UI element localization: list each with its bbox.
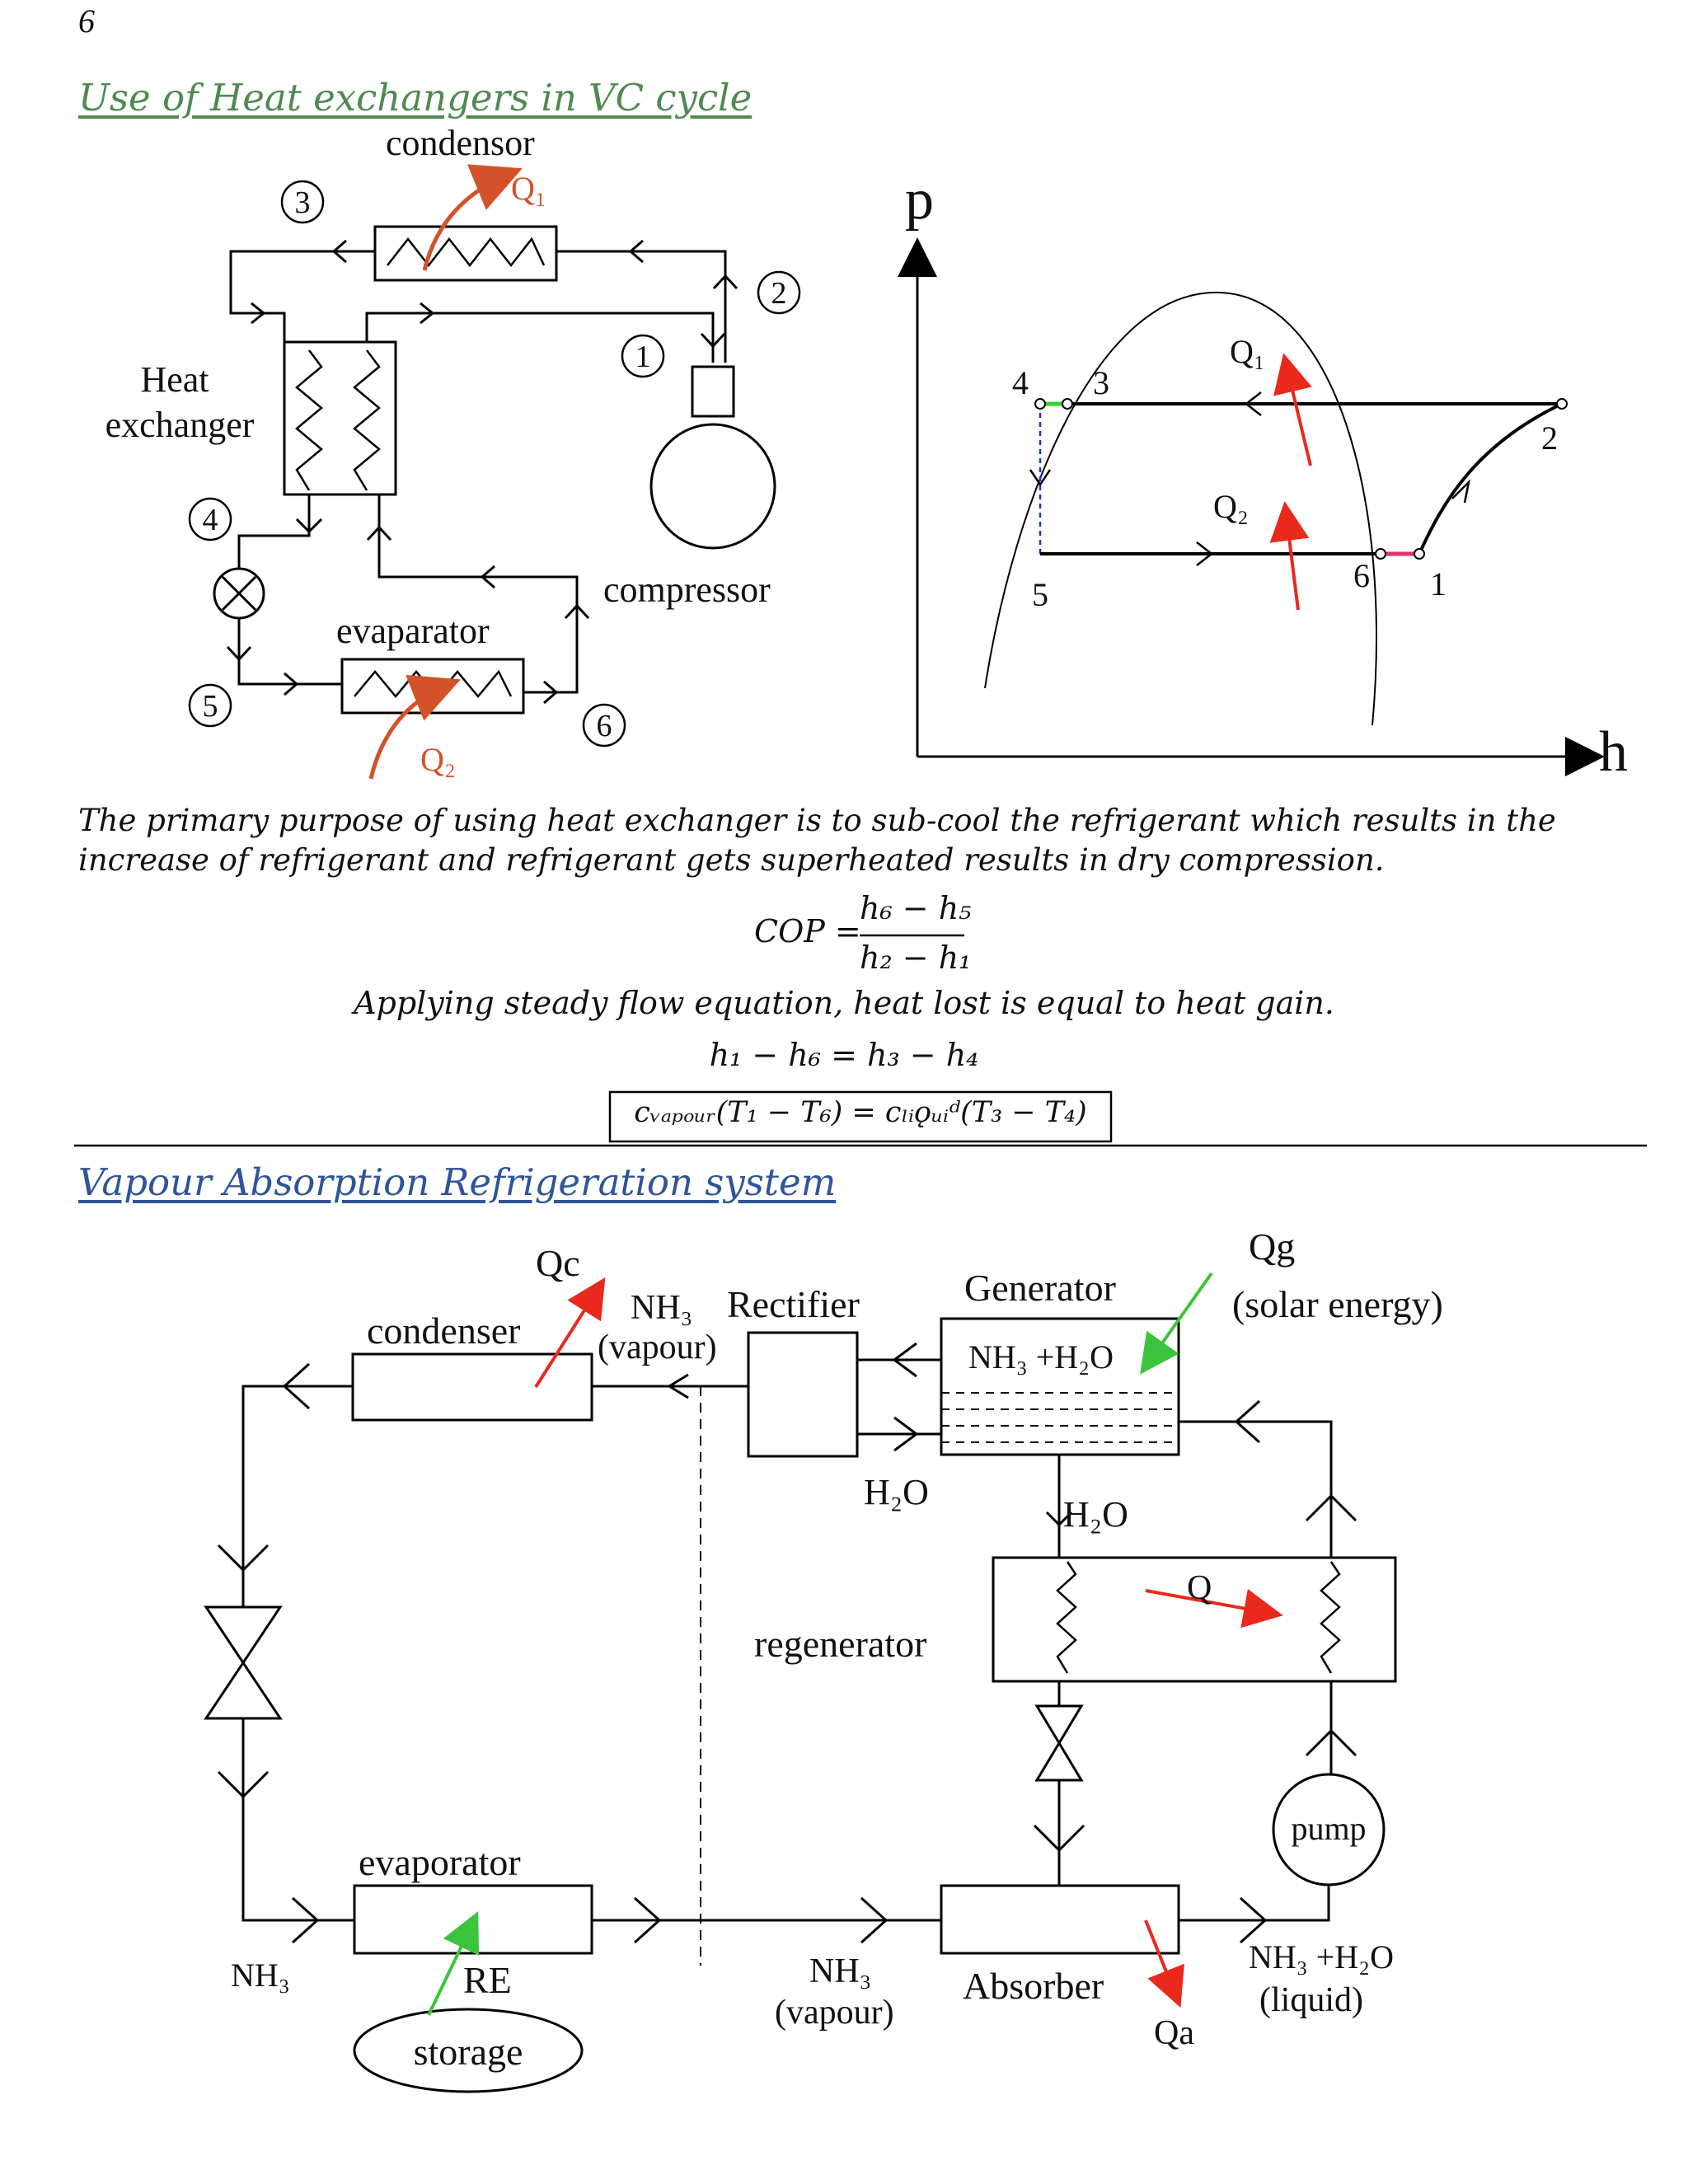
absorber-label: Absorber [963, 1965, 1104, 2007]
nh3-h2o-liquid-2: (liquid) [1259, 1981, 1363, 2019]
section-heading-heat-exchangers: Use of Heat exchangers in VC cycle [78, 76, 753, 120]
nh3-vapour-bottom-2: (vapour) [775, 1994, 894, 2032]
evaparator-label: evaparator [336, 611, 490, 651]
qc-label: Qc [536, 1242, 580, 1284]
state-2-label: 2 [771, 276, 787, 311]
purpose-paragraph: The primary purpose of using heat exchan… [78, 803, 1556, 878]
rectifier-label: Rectifier [727, 1283, 860, 1325]
state-1-label: 1 [635, 340, 651, 374]
ph-point-3: 3 [1093, 364, 1109, 401]
ph-q2-label: Q₂ [1213, 488, 1249, 525]
section-heading-absorption: Vapour Absorption Refrigeration system [78, 1160, 837, 1204]
ph-point-1: 1 [1430, 565, 1447, 602]
heat-exchanger-label-1: Heat [140, 359, 209, 400]
evaporator-box [353, 1884, 593, 1955]
regenerator-label: regenerator [754, 1623, 926, 1665]
cop-label: COP = [754, 913, 861, 949]
condensor-box [373, 225, 558, 282]
re-label: RE [463, 1959, 512, 2001]
nh3-left-label: NH₃ [231, 1957, 290, 1994]
nh3-vapour-top-2: (vapour) [598, 1329, 717, 1366]
qg-label: Qg [1249, 1226, 1295, 1268]
page-number: 6 [78, 2, 95, 40]
pump-label: pump [1291, 1810, 1366, 1847]
ph-diagram: p h Q₁ Q₂ 4 3 2 5 6 1 [898, 168, 1628, 784]
enthalpy-equation: h₁ − h₆ = h₃ − h₄ [709, 1037, 979, 1073]
condenser-label: condenser [367, 1310, 520, 1352]
p-axis-label: p [905, 168, 934, 232]
state-4-label: 4 [203, 503, 218, 537]
q1-label: Q₁ [511, 170, 546, 207]
condensor-label: condensor [386, 123, 535, 163]
evaporator-label: evaporator [359, 1841, 521, 1883]
h-axis-label: h [1599, 720, 1628, 784]
steady-flow-text: Applying steady flow equation, heat lost… [354, 985, 1334, 1021]
generator-mixture-label: NH₃ +H₂O [968, 1338, 1114, 1376]
absorption-schematic [204, 1317, 1397, 2093]
cop-numerator: h₆ − h₅ [860, 890, 972, 926]
nh3-h2o-liquid-1: NH₃ +H₂O [1249, 1938, 1394, 1975]
q2-label: Q₂ [420, 741, 456, 778]
boxed-equation: cᵥₐₚₒᵤᵣ(T₁ − T₆) = cₗᵢǫᵤᵢᵈ(T₃ − T₄) [634, 1096, 1087, 1129]
absorber-box [940, 1884, 1180, 1955]
condenser-box [351, 1352, 593, 1422]
compressor-label: compressor [603, 569, 771, 610]
state-6-label: 6 [597, 709, 612, 743]
qa-label: Qa [1154, 2014, 1194, 2052]
heat-exchanger-label-2: exchanger [106, 405, 255, 445]
ph-point-5: 5 [1032, 576, 1048, 613]
generator-label: Generator [964, 1267, 1116, 1309]
state-3-label: 3 [295, 185, 311, 220]
ph-q1-label: Q₁ [1230, 333, 1265, 370]
solar-energy-label: (solar energy) [1232, 1283, 1443, 1325]
regenerator-box [992, 1556, 1397, 1683]
storage-label: storage [414, 2031, 523, 2073]
heat-exchanger-box [283, 340, 397, 496]
q-label: Q [1187, 1569, 1212, 1607]
nh3-vapour-bottom-1: NH₃ [809, 1952, 871, 1990]
vc-schematic [213, 225, 776, 715]
h2o-left-label: H₂O [864, 1472, 929, 1512]
ph-point-6: 6 [1353, 557, 1370, 594]
rectifier-box [747, 1331, 859, 1458]
evaparator-box [340, 658, 525, 715]
ph-point-4: 4 [1012, 364, 1029, 401]
ph-point-2: 2 [1541, 419, 1558, 457]
cop-denominator: h₂ − h₁ [860, 940, 972, 976]
nh3-vapour-top-1: NH₃ [631, 1289, 692, 1327]
state-5-label: 5 [203, 689, 218, 724]
h2o-right-label: H₂O [1063, 1494, 1128, 1535]
